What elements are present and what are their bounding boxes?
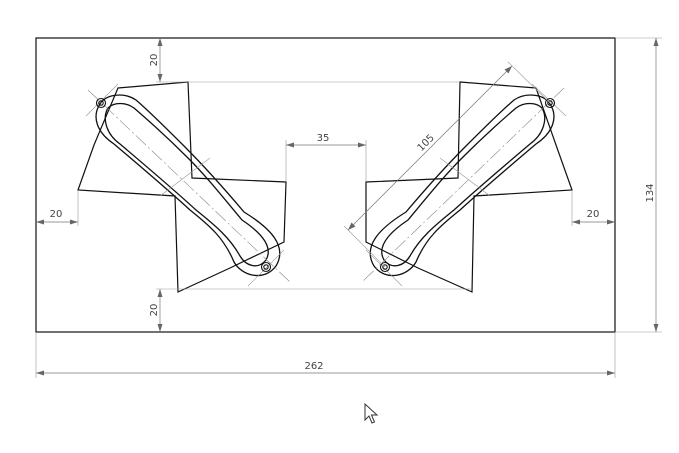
dimension-right-gap-label: 20 (587, 209, 600, 220)
left-mid-tick-1 (159, 157, 211, 197)
left-slot-centerline (87, 89, 291, 283)
dimension-center-gap: 35 (285, 133, 367, 182)
left-bottom-mount-hole-inner (263, 264, 269, 270)
dimension-right-gap: 20 (571, 190, 615, 226)
dimension-overall-width: 262 (35, 332, 616, 378)
dimension-overall-height: 134 (615, 37, 662, 333)
right-bottom-hole-tick (365, 249, 403, 287)
dimension-top-gap-label: 20 (149, 54, 160, 67)
left-bottom-mount-hole (260, 261, 272, 273)
right-bottom-mount-hole (379, 261, 391, 273)
left-top-hole-tick (85, 83, 119, 117)
dimension-left-gap: 20 (36, 190, 79, 226)
left-part-slot-inner (104, 102, 269, 267)
left-top-mount-hole (95, 97, 107, 109)
left-part (77, 81, 291, 293)
right-slot-centerline (361, 87, 565, 283)
dimension-left-gap-label: 20 (50, 209, 63, 220)
dimension-bottom-gap-label: 20 (149, 304, 160, 317)
dimension-bottom-gap: 20 (149, 288, 472, 332)
right-bottom-mount-hole-inner (382, 264, 388, 270)
dimension-overall-width-label: 262 (304, 361, 323, 372)
right-part (361, 81, 573, 293)
right-mid-tick-1 (439, 157, 491, 197)
right-top-hole-tick (531, 83, 567, 117)
arrow-pointer-icon (364, 402, 379, 424)
left-top-mount-hole-inner (98, 100, 104, 106)
right-part-slot-inner (381, 102, 546, 267)
left-part-slot (95, 94, 281, 277)
dimension-slot-length: 105 (343, 61, 551, 268)
right-part-outline (365, 81, 573, 293)
right-top-mount-hole-inner (547, 100, 553, 106)
dimension-overall-height-label: 134 (645, 183, 656, 202)
right-part-slot (369, 94, 555, 277)
right-top-mount-hole (544, 97, 556, 109)
left-bottom-hole-tick (247, 249, 285, 287)
dimension-top-gap: 20 (149, 38, 460, 83)
left-part-outline (77, 81, 287, 293)
dimension-slot-length-label: 105 (416, 133, 437, 154)
plate-outline (35, 37, 616, 333)
dimension-center-gap-label: 35 (317, 133, 330, 144)
